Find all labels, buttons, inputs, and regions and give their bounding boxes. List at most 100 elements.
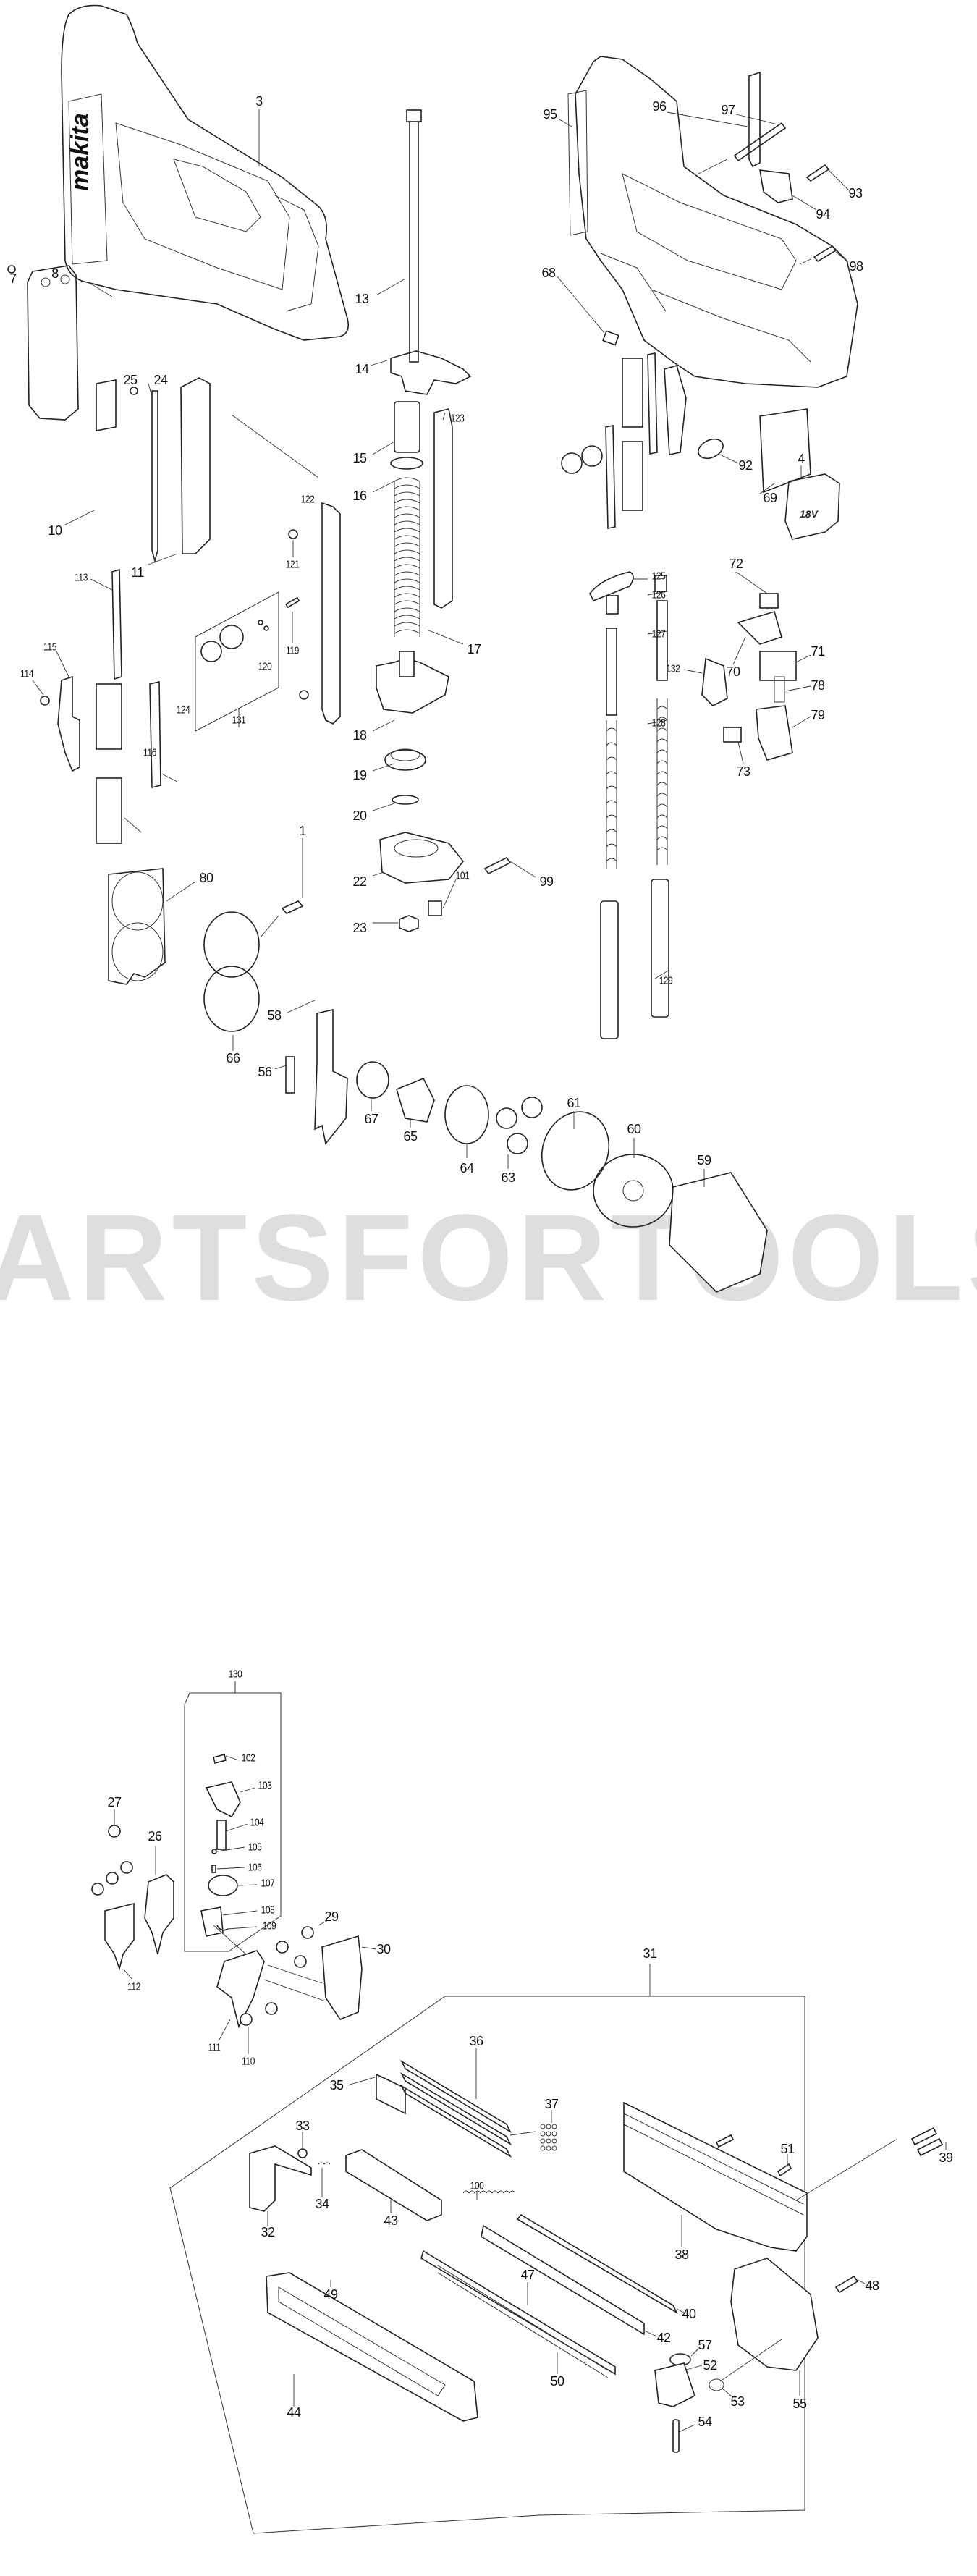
part-label-104: 104 <box>250 1816 264 1829</box>
makita-logo-text: makita <box>67 113 94 191</box>
group-31-boundary <box>169 1996 805 2534</box>
part-label-50: 50 <box>550 2374 564 2389</box>
part-label-65: 65 <box>403 1129 418 1144</box>
part-label-120: 120 <box>258 660 272 673</box>
part-label-48: 48 <box>865 2279 879 2293</box>
watermark-text: ARTSFORTOOLS.C <box>0 1189 977 1327</box>
part-label-47: 47 <box>520 2268 535 2282</box>
terminal-4 <box>784 473 840 540</box>
part-label-38: 38 <box>674 2247 689 2262</box>
housing-left-part-3: makita <box>61 4 350 341</box>
part-label-125: 125 <box>651 570 666 583</box>
part-label-69: 69 <box>763 491 777 505</box>
part-label-103: 103 <box>258 1779 272 1792</box>
part-label-7: 7 <box>9 271 17 286</box>
part-label-4: 4 <box>798 452 805 466</box>
part-label-63: 63 <box>501 1170 515 1185</box>
part-label-123: 123 <box>450 412 465 425</box>
part-label-98: 98 <box>849 259 863 274</box>
part-label-29: 29 <box>324 1909 339 1924</box>
part-label-67: 67 <box>364 1112 378 1126</box>
part-label-30: 30 <box>376 1942 391 1956</box>
part-label-95: 95 <box>543 107 557 122</box>
part-label-92: 92 <box>738 458 753 473</box>
part-label-130: 130 <box>228 1668 242 1681</box>
terminal-18v-marking: 18V <box>800 508 819 520</box>
part-label-33: 33 <box>295 2119 310 2133</box>
part-label-106: 106 <box>248 1861 262 1874</box>
part-label-102: 102 <box>241 1752 255 1765</box>
part-label-70: 70 <box>726 664 740 679</box>
part-label-16: 16 <box>352 489 367 503</box>
part-label-31: 31 <box>643 1946 657 1961</box>
part-label-126: 126 <box>651 588 666 601</box>
part-label-79: 79 <box>811 708 825 722</box>
part-label-121: 121 <box>285 558 300 571</box>
part-label-99: 99 <box>539 874 554 889</box>
part-label-13: 13 <box>355 292 369 306</box>
part-label-49: 49 <box>323 2287 338 2302</box>
part-label-1: 1 <box>299 824 306 838</box>
part-label-25: 25 <box>123 373 138 387</box>
part-label-3: 3 <box>255 94 263 109</box>
part-label-66: 66 <box>226 1051 240 1065</box>
part-label-114: 114 <box>20 667 33 680</box>
spring-17 <box>394 477 420 637</box>
part-label-73: 73 <box>736 764 750 779</box>
part-label-109: 109 <box>262 1920 276 1933</box>
part-label-128: 128 <box>651 717 666 730</box>
part-label-52: 52 <box>703 2358 717 2373</box>
part-label-80: 80 <box>199 871 213 885</box>
part-label-57: 57 <box>698 2338 712 2352</box>
part-label-32: 32 <box>261 2225 275 2239</box>
part-label-8: 8 <box>51 266 59 281</box>
part-label-37: 37 <box>544 2097 559 2111</box>
part-label-71: 71 <box>811 644 825 659</box>
housing-right-part-95 <box>567 56 858 388</box>
part-label-11: 11 <box>131 565 144 580</box>
part-label-23: 23 <box>352 921 367 935</box>
part-label-42: 42 <box>656 2331 671 2345</box>
part-label-100: 100 <box>470 2179 484 2192</box>
part-label-124: 124 <box>176 704 190 717</box>
part-label-15: 15 <box>352 451 367 465</box>
part-label-55: 55 <box>792 2396 807 2411</box>
part-label-78: 78 <box>811 678 825 693</box>
part-label-111: 111 <box>208 2041 221 2054</box>
part-label-60: 60 <box>627 1122 641 1136</box>
part-label-35: 35 <box>329 2078 344 2093</box>
part-label-129: 129 <box>659 974 673 987</box>
part-label-17: 17 <box>467 642 481 656</box>
part-label-10: 10 <box>48 523 62 538</box>
part-label-40: 40 <box>682 2307 696 2321</box>
part-label-64: 64 <box>460 1161 474 1175</box>
part-label-112: 112 <box>127 1980 140 1993</box>
part-label-113: 113 <box>75 571 88 584</box>
part-label-27: 27 <box>107 1795 122 1809</box>
part-label-105: 105 <box>248 1841 262 1854</box>
part-label-43: 43 <box>384 2213 398 2228</box>
group-130-box <box>184 1681 282 1952</box>
part-label-96: 96 <box>652 99 667 114</box>
part-label-26: 26 <box>148 1829 162 1844</box>
part-label-22: 22 <box>352 874 367 889</box>
part-label-34: 34 <box>315 2197 329 2211</box>
part-label-97: 97 <box>721 103 735 117</box>
part-label-19: 19 <box>352 768 367 782</box>
part-label-56: 56 <box>258 1065 272 1079</box>
part-label-59: 59 <box>697 1153 711 1167</box>
part-label-36: 36 <box>469 2034 483 2048</box>
part-label-14: 14 <box>355 362 369 376</box>
part-label-54: 54 <box>698 2415 712 2429</box>
part-label-132: 132 <box>666 662 680 675</box>
part-label-107: 107 <box>261 1877 275 1890</box>
part-label-20: 20 <box>352 808 367 823</box>
part-label-68: 68 <box>541 266 556 280</box>
part-label-116: 116 <box>143 746 156 759</box>
part-label-72: 72 <box>729 557 743 571</box>
part-label-131: 131 <box>232 714 246 727</box>
part-label-61: 61 <box>567 1096 581 1110</box>
part-label-94: 94 <box>816 207 830 221</box>
